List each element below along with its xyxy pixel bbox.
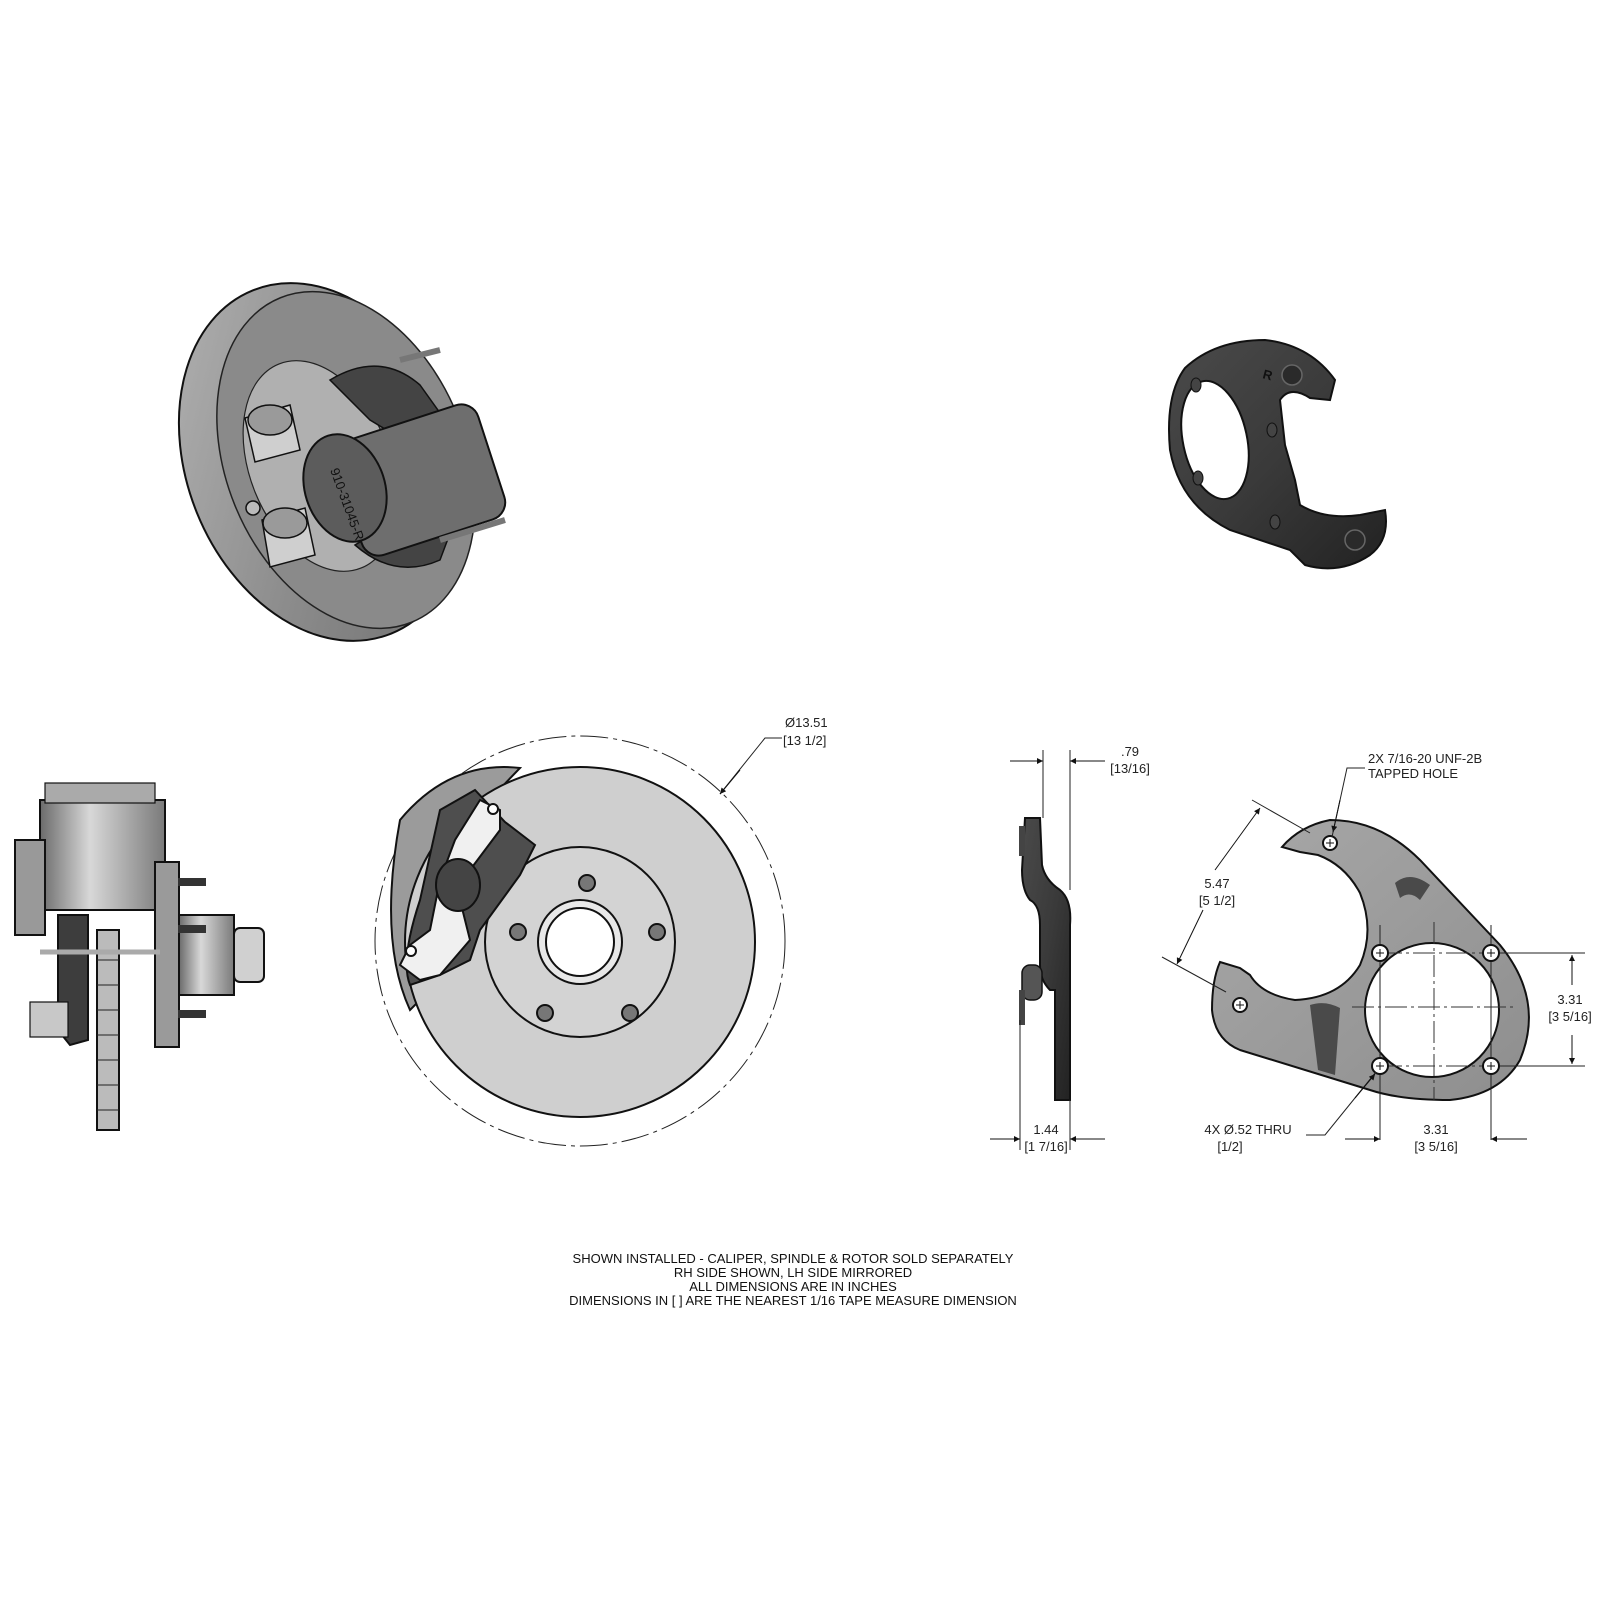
spindle-lower-ear <box>261 507 316 568</box>
tapped-hole-spec: 2X 7/16-20 UNF-2B <box>1368 751 1482 766</box>
tapped-hole <box>1322 835 1338 851</box>
bracket-center-hole <box>1180 379 1250 501</box>
bleeder-tab <box>29 1001 69 1038</box>
thru-hole-fraction: [1/2] <box>1217 1139 1242 1154</box>
ext-line <box>1251 799 1311 834</box>
tapped-hole-label: TAPPED HOLE <box>1368 766 1458 781</box>
caliper-piston-front <box>435 858 481 912</box>
note-line: DIMENSIONS IN [ ] ARE THE NEAREST 1/16 T… <box>569 1293 1017 1308</box>
bracket-hole <box>405 945 417 957</box>
tapped-hole-upper <box>1281 364 1303 386</box>
mount-hole-4 <box>1269 514 1281 530</box>
bracket-center-bore <box>1364 942 1500 1078</box>
mount-span-fraction: [5 1/2] <box>1199 893 1235 908</box>
caliper-side <box>39 799 166 911</box>
bracket-front-view: 2X 7/16-20 UNF-2B TAPPED HOLE 5.47 [5 1/… <box>1161 751 1592 1154</box>
wheel-stud <box>178 878 206 886</box>
rotor-diameter-value: Ø13.51 <box>785 715 828 730</box>
thru-hole-arrow <box>1354 1073 1376 1099</box>
rotor-diameter-leader <box>719 737 782 795</box>
tapped-hole <box>1232 997 1248 1013</box>
side-assembly-view <box>14 782 265 1131</box>
note-line: RH SIDE SHOWN, LH SIDE MIRRORED <box>674 1265 912 1280</box>
dim-arrow <box>1214 807 1261 871</box>
mount-span-value: 5.47 <box>1204 876 1229 891</box>
thru-hole <box>1482 944 1500 962</box>
lug-hole <box>536 1004 554 1022</box>
bracket-bend-upper <box>1395 876 1430 900</box>
thru-hole-spec: 4X Ø.52 THRU <box>1204 1122 1291 1137</box>
hub-dust-cap <box>233 927 265 983</box>
depth-fraction: [1 7/16] <box>1024 1139 1067 1154</box>
bracket-hole <box>487 803 499 815</box>
offset-fraction: [13/16] <box>1110 761 1150 776</box>
bolt-head <box>245 500 261 516</box>
iso-bracket-view: R <box>1168 338 1387 570</box>
rotor-diameter-fraction: [13 1/2] <box>783 733 826 748</box>
thru-hole <box>1482 1057 1500 1075</box>
lug-hole <box>621 1004 639 1022</box>
iso-assembly-view: 910-31045-R <box>177 282 507 642</box>
drawing-notes: SHOWN INSTALLED - CALIPER, SPINDLE & ROT… <box>569 1251 1017 1308</box>
lug-hole <box>648 923 666 941</box>
bracket-lower-ear-side <box>1021 964 1043 1001</box>
tapped-hole-lower <box>1344 529 1366 551</box>
lug-hole <box>578 874 596 892</box>
note-line: SHOWN INSTALLED - CALIPER, SPINDLE & ROT… <box>573 1251 1014 1266</box>
side-marking: R <box>1261 366 1275 383</box>
dim-arrow <box>1176 909 1204 965</box>
rotor-vanes <box>97 959 119 1111</box>
rotor-edge <box>96 929 120 1131</box>
mount-hole-2 <box>1192 470 1204 486</box>
caliper-piston-cover <box>302 433 388 543</box>
vertical-spacing-fraction: [3 5/16] <box>1548 1009 1591 1024</box>
tapped-hole-arrow <box>1331 799 1341 833</box>
bracket-boss-lower <box>1019 990 1025 1025</box>
hub-bore <box>545 907 615 977</box>
bracket-boss-upper <box>1019 826 1025 856</box>
rotor-diameter-arrow <box>719 769 741 795</box>
horizontal-spacing-value: 3.31 <box>1423 1122 1448 1137</box>
wheel-stud <box>178 1010 206 1018</box>
ext-line <box>1161 956 1227 993</box>
lug-hole <box>509 923 527 941</box>
thru-hole <box>1371 944 1389 962</box>
vertical-spacing-value: 3.31 <box>1557 992 1582 1007</box>
offset-value: .79 <box>1121 744 1139 759</box>
guide-pin-lower <box>439 517 506 543</box>
wheel-stud <box>178 925 206 933</box>
caliper-piston-side <box>14 839 46 936</box>
horizontal-spacing-fraction: [3 5/16] <box>1414 1139 1457 1154</box>
note-line: ALL DIMENSIONS ARE IN INCHES <box>689 1279 897 1294</box>
bracket-side-view: .79 [13/16] 1.44 [1 7/16] <box>990 744 1150 1154</box>
front-assembly-view: Ø13.51 [13 1/2] <box>374 715 828 1147</box>
spindle-upper-ear <box>244 404 301 463</box>
bracket-profile <box>1020 817 1072 1101</box>
thru-hole <box>1371 1057 1389 1075</box>
rotor-diameter-phantom <box>374 735 786 1147</box>
caliper-top-ears <box>44 782 156 804</box>
bracket-bend-lower <box>1310 1003 1340 1075</box>
guide-pin-upper <box>399 347 441 363</box>
bracket-plate <box>1210 818 1530 1102</box>
mount-hole-3 <box>1266 422 1278 438</box>
depth-value: 1.44 <box>1033 1122 1058 1137</box>
mount-hole-1 <box>1190 377 1202 393</box>
